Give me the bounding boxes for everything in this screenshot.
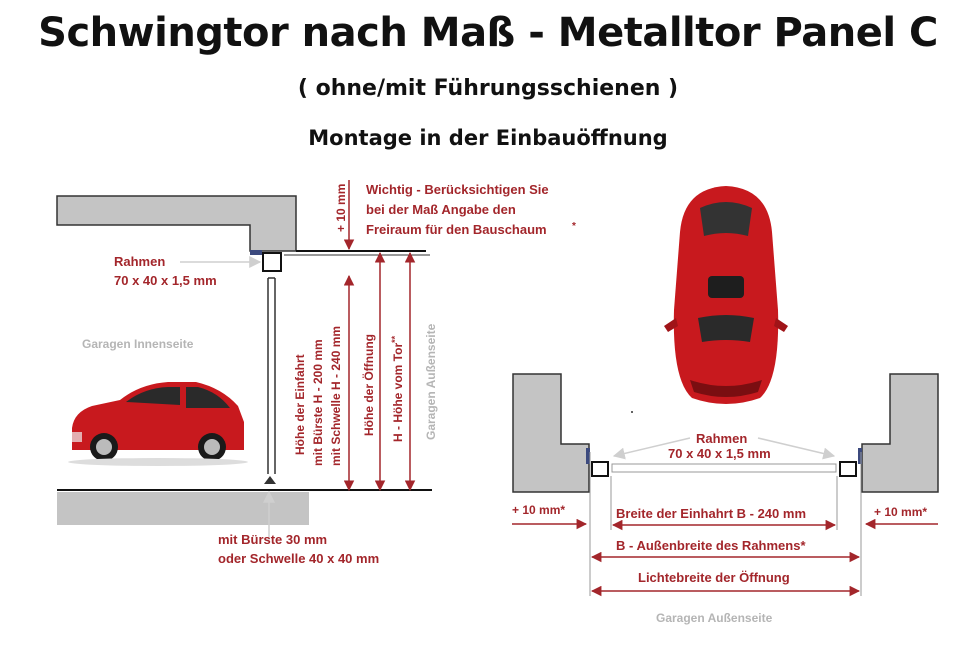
frame-profile-left [591,461,609,477]
clear-width-label: Lichtebreite der Öffnung [638,570,790,585]
svg-text:*: * [572,221,576,232]
threshold-label: oder Schwelle 40 x 40 mm [218,551,379,566]
frame-size-label: 70 x 40 x 1,5 mm [114,273,217,288]
entry-height-label-1: Höhe der Einfahrt [293,354,307,455]
outside-label-left: Garagen Außenseite [424,323,438,440]
plus10-label: + 10 mm [334,184,348,232]
frame-profile-top [262,252,282,272]
plus10-left-label: + 10 mm* [512,503,565,517]
floor-slab [57,492,309,525]
section-title: Montage in der Einbauöffnung [308,126,668,150]
frame-label: Rahmen [114,254,165,269]
page-subtitle: ( ohne/mit Führungsschienen ) [297,76,679,101]
frame-width-label: B - Außenbreite des Rahmens* [616,538,806,553]
entry-width-label: Breite der Einhahrt B - 240 mm [616,506,806,521]
left-pillar [512,373,590,493]
car-top-icon [664,186,788,404]
door-leaf-plan [611,463,837,473]
frame-size-label-right: 70 x 40 x 1,5 mm [668,446,771,461]
door-height-label: H - Höhe vom Tor** [390,335,405,442]
brush-seal [264,476,276,484]
page-title: Schwingtor nach Maß - Metalltor Panel C [38,10,938,56]
entry-height-label-2: mit Bürste H - 200 mm [311,339,325,466]
right-pillar [861,373,939,493]
inside-label: Garagen Innenseite [82,337,194,351]
note-text: Wichtig - Berücksichtigen Sie bei der Ma… [366,182,552,237]
outside-label-right: Garagen Außenseite [656,611,773,625]
lintel-wall [56,195,297,252]
entry-height-label-3: mit Schwelle H - 240 mm [329,326,343,466]
frame-profile-right [839,461,857,477]
car-side-icon [68,382,248,466]
seal-strip [250,250,262,255]
plus10-right-label: + 10 mm* [874,505,927,519]
frame-label-right: Rahmen [696,431,747,446]
opening-height-label: Höhe der Öffnung [361,334,376,436]
brush-label: mit Bürste 30 mm [218,532,327,547]
